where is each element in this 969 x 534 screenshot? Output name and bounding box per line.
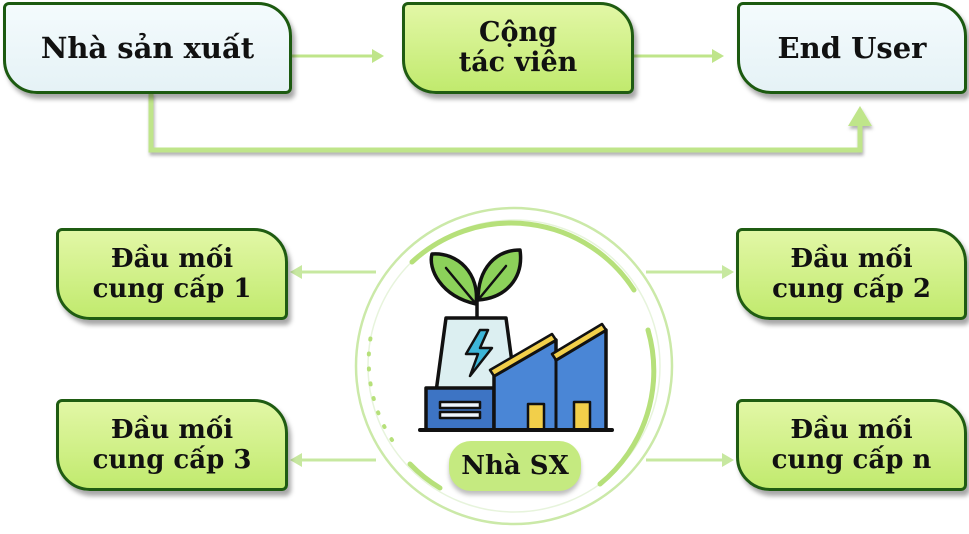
arrow-hub-to-supplier-2: [646, 265, 734, 279]
arrow-collaborator-to-enduser: [634, 49, 724, 63]
supplier-3-node: Đầu mối cung cấp 3: [56, 399, 288, 491]
supplier-2-line2: cung cấp 2: [772, 274, 931, 304]
supplier-2-line1: Đầu mối: [790, 244, 913, 274]
hub-ring: [354, 206, 674, 526]
arrow-hub-to-supplier-3: [290, 453, 376, 467]
lightning-icon: [464, 328, 494, 378]
arrow-producer-to-collaborator: [292, 49, 384, 63]
supplier-1-line1: Đầu mối: [110, 244, 234, 274]
supplier-2-node: Đầu mối cung cấp 2: [736, 228, 967, 320]
supplier-1-line2: cung cấp 1: [92, 274, 252, 304]
arrow-hub-to-supplier-1: [290, 265, 376, 279]
hub-label: Nhà SX: [461, 451, 569, 481]
supplier-n-line1: Đầu mối: [790, 415, 913, 445]
supplier-3-line2: cung cấp 3: [92, 445, 252, 475]
supplier-3-line1: Đầu mối: [110, 415, 234, 445]
producer-label: Nhà sản xuất: [40, 31, 255, 65]
arrow-hub-to-supplier-n: [646, 453, 734, 467]
green-factory-icon: [418, 248, 614, 432]
supplier-n-line2: cung cấp n: [771, 445, 932, 475]
hub-label-badge: Nhà SX: [449, 441, 581, 491]
producer-node: Nhà sản xuất: [3, 2, 292, 94]
end-user-node: End User: [737, 2, 967, 94]
supplier-1-node: Đầu mối cung cấp 1: [56, 228, 288, 320]
collaborator-node: Cộng tác viên: [402, 2, 634, 94]
collaborator-label-line2: tác viên: [458, 47, 578, 78]
supplier-n-node: Đầu mối cung cấp n: [736, 399, 967, 491]
end-user-label: End User: [777, 31, 927, 65]
collaborator-label-line1: Cộng: [478, 17, 557, 48]
arrow-producer-to-enduser: [148, 92, 872, 153]
